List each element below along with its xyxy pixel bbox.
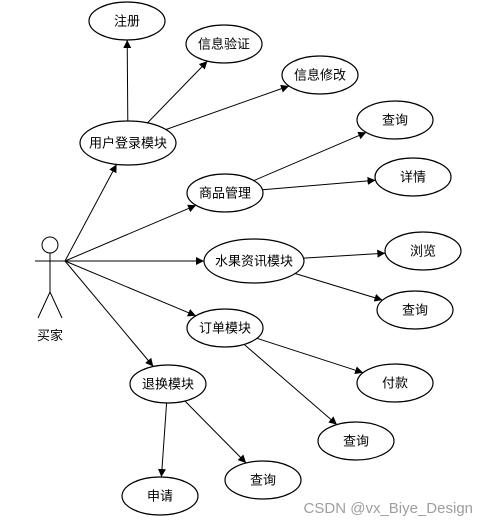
use-case-label: 查询 xyxy=(402,304,428,319)
use-case-ellipse xyxy=(376,290,454,330)
edge-login-to-register xyxy=(123,39,132,122)
use-case-fruit: 水果资讯模块 xyxy=(203,238,305,284)
edge-login-to-verify xyxy=(147,60,208,124)
use-case-refund: 退换模块 xyxy=(129,364,207,404)
use-case-fruit-browse: 浏览 xyxy=(384,231,462,271)
use-case-ellipse xyxy=(79,120,177,166)
use-case-label: 订单模块 xyxy=(199,322,251,337)
use-case-label: 水果资讯模块 xyxy=(215,255,293,270)
use-case-label: 查询 xyxy=(382,114,408,129)
use-case-ellipse xyxy=(374,157,452,197)
edge-refund-to-refund_apply xyxy=(157,402,168,478)
edge-fruit-to-fruit_query xyxy=(294,273,383,302)
edge-login-to-modify xyxy=(165,84,290,130)
use-case-ellipse xyxy=(186,308,264,348)
use-case-ellipse xyxy=(384,231,462,271)
use-case-ellipse xyxy=(224,460,302,500)
use-case-order-query: 查询 xyxy=(317,421,395,461)
use-case-register: 注册 xyxy=(88,1,166,41)
use-case-label: 详情 xyxy=(400,171,426,186)
edge-refund-to-refund_query xyxy=(184,400,247,464)
use-case-ellipse xyxy=(203,238,305,284)
use-case-ellipse xyxy=(356,100,434,140)
use-case-ellipse xyxy=(317,421,395,461)
edge-order-to-order_pay xyxy=(256,337,364,375)
use-case-refund-apply: 申请 xyxy=(121,476,199,516)
use-case-ellipse xyxy=(281,55,359,95)
edges-layer xyxy=(64,39,386,478)
use-case-goods-detail: 详情 xyxy=(374,157,452,197)
use-case-label: 申请 xyxy=(147,490,173,505)
use-case-ellipse xyxy=(356,363,434,403)
use-case-label: 用户登录模块 xyxy=(89,136,167,152)
edge-actor-to-order xyxy=(64,260,197,317)
watermark: CSDN @vx_Biye_Design xyxy=(303,500,473,517)
edge-actor-to-login xyxy=(64,164,118,262)
use-case-ellipse xyxy=(186,173,264,213)
use-case-label: 信息修改 xyxy=(294,68,346,84)
use-case-label: 注册 xyxy=(114,15,140,30)
actor-left-leg xyxy=(37,291,51,319)
edge-actor-to-refund xyxy=(64,260,154,367)
use-case-label: 商品管理 xyxy=(199,187,251,202)
use-case-verify: 信息验证 xyxy=(185,24,263,64)
actor-head xyxy=(41,236,59,254)
use-case-ellipse xyxy=(129,364,207,404)
actor-buyer: 买家 xyxy=(35,236,66,344)
edge-goods-to-goods_detail xyxy=(262,176,376,191)
use-case-goods: 商品管理 xyxy=(186,173,264,213)
use-case-label: 信息验证 xyxy=(198,37,250,53)
actor-right-leg xyxy=(49,291,63,319)
use-case-fruit-query: 查询 xyxy=(376,290,454,330)
use-case-label: 查询 xyxy=(343,435,369,450)
use-case-goods-query: 查询 xyxy=(356,100,434,140)
use-case-ellipse xyxy=(121,476,199,516)
use-case-order-pay: 付款 xyxy=(356,363,434,403)
use-case-label: 查询 xyxy=(250,474,276,489)
use-case-modify: 信息修改 xyxy=(281,55,359,95)
actor-label: 买家 xyxy=(37,328,63,344)
use-case-refund-query: 查询 xyxy=(224,460,302,500)
use-case-login: 用户登录模块 xyxy=(79,120,177,166)
edge-goods-to-goods_query xyxy=(253,131,367,182)
use-case-order: 订单模块 xyxy=(186,308,264,348)
nodes-layer: 用户登录模块注册信息验证信息修改商品管理查询详情水果资讯模块浏览查询订单模块付款… xyxy=(79,1,462,516)
use-case-ellipse xyxy=(88,1,166,41)
use-case-label: 退换模块 xyxy=(142,378,194,393)
use-case-label: 浏览 xyxy=(410,244,436,260)
use-case-ellipse xyxy=(185,24,263,64)
edge-fruit-to-fruit_browse xyxy=(303,249,386,259)
edge-order-to-order_query xyxy=(243,344,338,425)
use-case-label: 付款 xyxy=(382,377,408,392)
edge-actor-to-goods xyxy=(64,204,197,262)
